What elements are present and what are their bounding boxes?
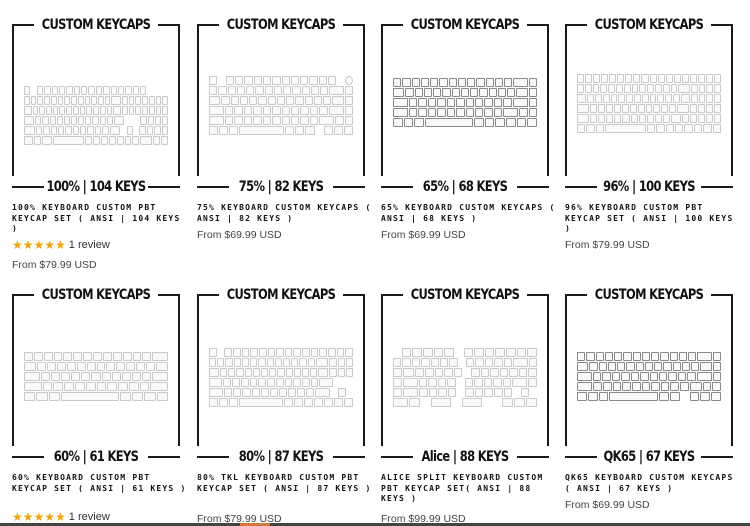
product-image[interactable]: CUSTOM KEYCAPS 100% | 104 KEYS bbox=[12, 14, 180, 198]
review-count[interactable]: 1 review bbox=[68, 239, 110, 251]
image-footer: 96% | 100 KEYS bbox=[603, 179, 695, 195]
keyboard-illustration bbox=[392, 78, 538, 128]
image-footer: 60% | 61 KEYS bbox=[53, 449, 139, 465]
keyboard-illustration bbox=[576, 74, 722, 133]
star-rating-icon: ★★★★★ bbox=[12, 238, 66, 252]
product-title[interactable]: 100% KEYBOARD CUSTOM PBT KEYCAP SET ( AN… bbox=[12, 203, 181, 233]
keyboard-illustration bbox=[208, 348, 353, 407]
image-header: CUSTOM KEYCAPS bbox=[410, 17, 520, 33]
product-image[interactable]: CUSTOM KEYCAPS 75% | 82 KEYS bbox=[197, 14, 365, 198]
review-count[interactable]: 1 review bbox=[68, 511, 110, 523]
image-footer: 80% | 87 KEYS bbox=[238, 449, 324, 465]
product-title[interactable]: 60% KEYBOARD CUSTOM PBT KEYCAP SET ( ANS… bbox=[12, 473, 187, 493]
product-title[interactable]: 75% KEYBOARD CUSTOM KEYCAPS ( ANSI | 82 … bbox=[197, 203, 372, 223]
keyboard-illustration bbox=[23, 352, 169, 402]
image-header: CUSTOM KEYCAPS bbox=[226, 17, 336, 33]
product-price: From $69.99 USD bbox=[381, 229, 466, 241]
product-price: From $69.99 USD bbox=[197, 229, 282, 241]
image-header: CUSTOM KEYCAPS bbox=[41, 17, 151, 33]
product-price: From $79.99 USD bbox=[565, 239, 650, 251]
product-image[interactable]: CUSTOM KEYCAPS 60% | 61 KEYS bbox=[12, 284, 180, 468]
keyboard-illustration bbox=[23, 86, 169, 145]
image-footer: 75% | 82 KEYS bbox=[238, 179, 324, 195]
product-title[interactable]: 96% KEYBOARD CUSTOM PBT KEYCAP SET ( ANS… bbox=[565, 203, 734, 233]
horizontal-scrollbar[interactable] bbox=[0, 523, 750, 526]
product-image[interactable]: CUSTOM KEYCAPS 96% | 100 KEYS bbox=[565, 14, 733, 198]
scrollbar-accent bbox=[240, 523, 270, 526]
rating: ★★★★★ 1 review bbox=[12, 238, 110, 252]
keyboard-illustration bbox=[577, 352, 721, 402]
rating: ★★★★★ 1 review bbox=[12, 510, 110, 524]
image-header: CUSTOM KEYCAPS bbox=[41, 287, 151, 303]
product-image[interactable]: CUSTOM KEYCAPS 65% | 68 KEYS bbox=[381, 14, 549, 198]
product-title[interactable]: ALICE SPLIT KEYBOARD CUSTOM PBT KEYCAP S… bbox=[381, 473, 544, 503]
product-price: From $79.99 USD bbox=[12, 259, 97, 271]
keyboard-illustration bbox=[209, 76, 353, 135]
product-title[interactable]: 65% KEYBOARD CUSTOM KEYCAPS ( ANSI | 68 … bbox=[381, 203, 556, 223]
product-price: From $69.99 USD bbox=[565, 499, 650, 511]
product-title[interactable]: 80% TKL KEYBOARD CUSTOM PBT KEYCAP SET (… bbox=[197, 473, 372, 493]
product-image[interactable]: CUSTOM KEYCAPS 80% | 87 KEYS bbox=[197, 284, 365, 468]
product-price: From $99.99 USD bbox=[381, 513, 466, 525]
image-header: CUSTOM KEYCAPS bbox=[594, 287, 704, 303]
image-header: CUSTOM KEYCAPS bbox=[410, 287, 520, 303]
image-header: CUSTOM KEYCAPS bbox=[594, 17, 704, 33]
image-footer: QK65 | 67 KEYS bbox=[603, 449, 696, 465]
product-image[interactable]: CUSTOM KEYCAPS Alice | 88 KEYS bbox=[381, 284, 549, 468]
image-footer: Alice | 88 KEYS bbox=[421, 449, 510, 465]
image-header: CUSTOM KEYCAPS bbox=[226, 287, 336, 303]
product-title[interactable]: QK65 KEYBOARD CUSTOM KEYCAPS ( ANSI | 67… bbox=[565, 473, 734, 493]
image-footer: 65% | 68 KEYS bbox=[422, 179, 508, 195]
product-image[interactable]: CUSTOM KEYCAPS QK65 | 67 KEYS bbox=[565, 284, 733, 468]
image-footer: 100% | 104 KEYS bbox=[46, 179, 146, 195]
product-price: From $79.99 USD bbox=[197, 513, 282, 525]
keyboard-illustration bbox=[393, 348, 538, 407]
star-rating-icon: ★★★★★ bbox=[12, 510, 66, 524]
